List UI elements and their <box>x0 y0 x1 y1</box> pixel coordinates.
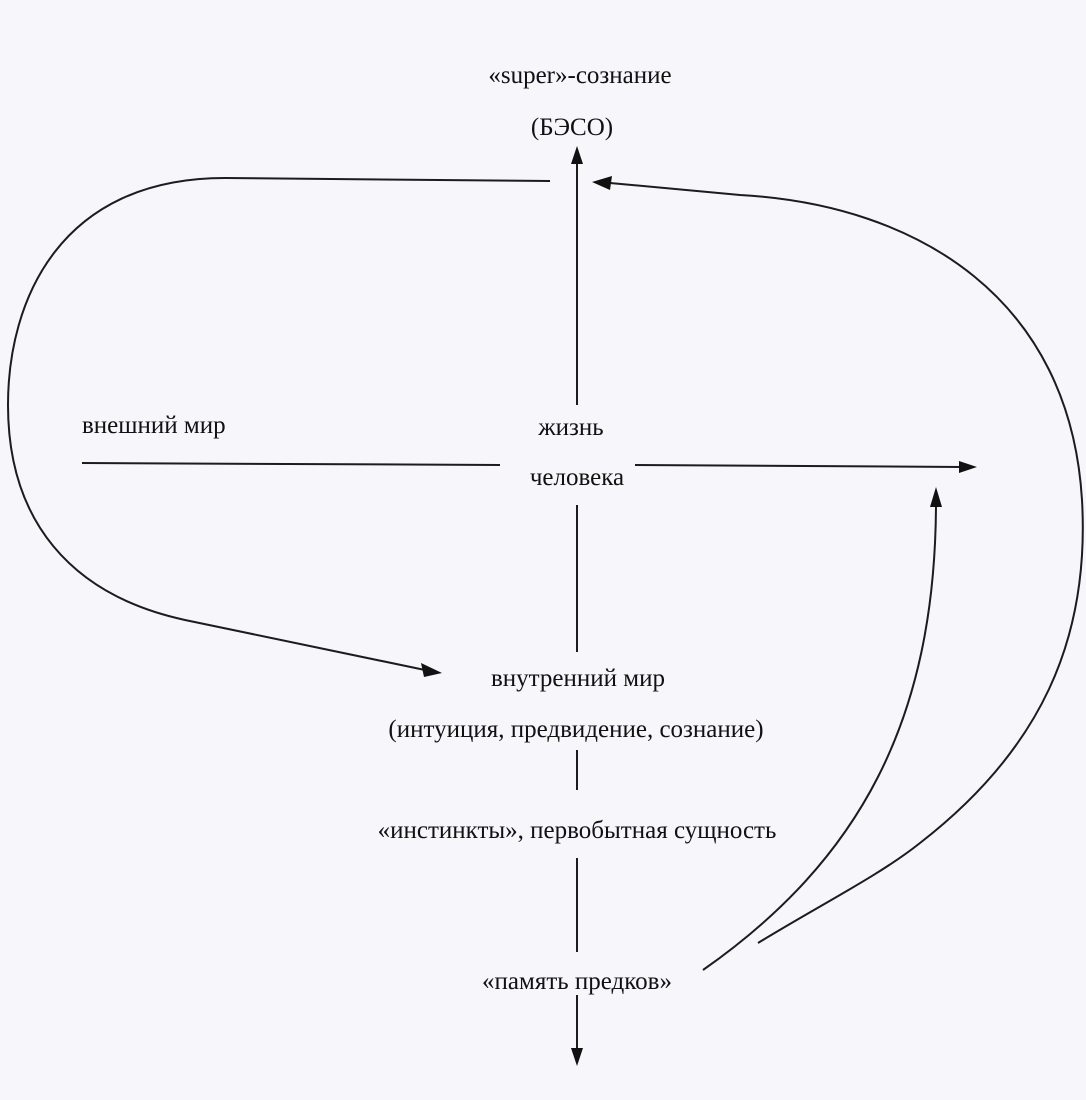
label-super-consciousness: «super»-сознание <box>488 62 671 89</box>
label-ancestral-memory: «память предков» <box>482 968 672 995</box>
label-inner-world-details: (интуиция, предвидение, сознание) <box>388 716 763 743</box>
left-loop-arrowhead <box>421 663 442 677</box>
label-inner-world: внутренний мир <box>491 665 665 692</box>
horizontal-axis-right <box>634 464 963 468</box>
label-of-human: человека <box>530 464 624 491</box>
label-beso: (БЭСО) <box>531 114 613 141</box>
right-inner-arrowhead <box>930 487 942 507</box>
label-outer-world: внешний мир <box>82 412 226 439</box>
vertical-axis-bottom-arrowhead <box>571 1048 583 1066</box>
left-loop-curve <box>6 176 551 671</box>
label-instincts: «инстинкты», первобытная сущность <box>378 817 777 844</box>
right-inner-curve <box>702 504 937 971</box>
right-outer-loop-curve <box>609 182 1084 944</box>
horizontal-axis-right-arrowhead <box>959 461 977 473</box>
right-outer-loop-arrowhead <box>592 176 612 190</box>
horizontal-axis-left <box>81 462 501 466</box>
label-life: жизнь <box>537 414 603 441</box>
vertical-axis-top-arrowhead <box>571 146 583 164</box>
